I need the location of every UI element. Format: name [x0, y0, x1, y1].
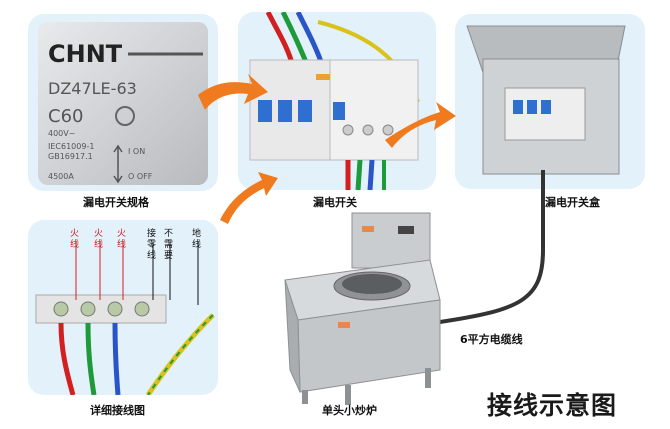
- cable-caption: 6平方电缆线: [460, 333, 523, 346]
- wire-label-neutral-char: 零: [147, 239, 156, 250]
- switch-arrow-icon: [113, 144, 123, 184]
- wiring-panel: 火线 火线 火线 接零线 不需要 地线: [28, 220, 218, 395]
- standard1-text: IEC61009-1: [48, 142, 94, 151]
- wire-label-live-1-char: 线: [70, 238, 79, 250]
- box-caption: 漏电开关盒: [545, 196, 600, 209]
- wire-label-live-2-char: 火: [94, 228, 103, 239]
- breaker-photo: [249, 12, 420, 190]
- diagram-title: 接线示意图: [487, 391, 618, 420]
- wire-label-ground-char: 线: [192, 238, 201, 250]
- breaking-text: 4500A: [48, 172, 74, 181]
- rating-text: C60: [48, 106, 83, 127]
- breaker-box-photo: [466, 25, 626, 175]
- spec-panel: CHNT DZ47LE-63 C60 400V~ IEC61009-1 GB16…: [28, 14, 218, 191]
- wire-label-ground-char: 地: [192, 227, 201, 239]
- wire-label-live-2: 火线: [94, 228, 103, 250]
- wire-label-ground: 地线: [192, 227, 201, 250]
- spec-label-photo: CHNT DZ47LE-63 C60 400V~ IEC61009-1 GB16…: [38, 22, 208, 185]
- wiring-caption: 详细接线图: [90, 404, 145, 417]
- breaker-caption: 漏电开关: [313, 196, 357, 209]
- wire-label-live-3-char: 火: [117, 228, 126, 239]
- on-label: I ON: [128, 147, 145, 156]
- wire-label-neutral-char: 线: [147, 249, 156, 261]
- model-text: DZ47LE-63: [48, 79, 137, 98]
- wire-label-live-3-char: 线: [117, 238, 126, 250]
- wire-label-live-1: 火线: [70, 228, 79, 250]
- stove-caption: 单头小炒炉: [322, 404, 377, 417]
- spec-caption: 漏电开关规格: [83, 196, 149, 209]
- power-cable: [439, 170, 545, 324]
- wire-label-not-needed-char: 需: [164, 239, 173, 250]
- ccc-mark-icon: [115, 106, 135, 126]
- wire-label-live-3: 火线: [117, 228, 126, 250]
- brand-logo: CHNT: [48, 40, 123, 68]
- wire-label-neutral: 接零线: [147, 227, 156, 261]
- wire-label-not-needed-char: 不: [164, 228, 173, 239]
- box-panel: [455, 14, 645, 189]
- off-label: O OFF: [128, 172, 153, 181]
- voltage-text: 400V~: [48, 129, 75, 138]
- standard2-text: GB16917.1: [48, 152, 93, 161]
- wire-label-live-2-char: 线: [94, 238, 103, 250]
- wiring-detail-diagram: 火线 火线 火线 接零线 不需要 地线: [35, 227, 215, 395]
- wire-label-not-needed-char: 要: [164, 250, 173, 261]
- wire-label-neutral-char: 接: [147, 227, 156, 239]
- wire-label-live-1-char: 火: [70, 228, 79, 239]
- breaker-panel: [238, 12, 436, 190]
- wire-label-not-needed: 不需要: [164, 228, 173, 261]
